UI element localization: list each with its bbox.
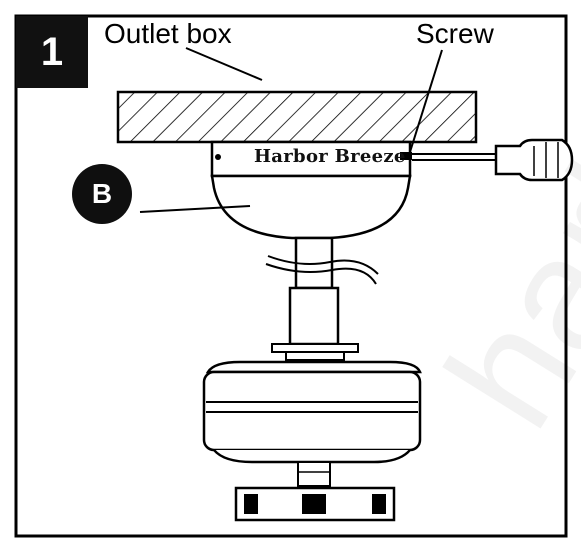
outlet-box-leader bbox=[185, 47, 263, 81]
step-number: 1 bbox=[40, 29, 64, 74]
badge-leader bbox=[139, 205, 251, 213]
coupler bbox=[271, 343, 359, 353]
coupler-lower bbox=[285, 351, 345, 361]
screwdriver bbox=[412, 138, 574, 182]
outlet-box bbox=[116, 90, 478, 144]
motor-bottom bbox=[213, 449, 411, 464]
motor-top bbox=[205, 360, 422, 374]
downrod-lower bbox=[288, 286, 340, 346]
collar-screw-head bbox=[400, 152, 412, 160]
screw-label: Screw bbox=[416, 18, 494, 49]
mount-slot-left bbox=[244, 494, 258, 514]
step-number-badge: 1 bbox=[16, 16, 88, 88]
diagram-frame bbox=[14, 14, 568, 538]
mount-slot-center bbox=[302, 494, 326, 514]
mount-slot-right bbox=[372, 494, 386, 514]
screw-leader bbox=[409, 49, 443, 153]
brand-logo-text: Harbor Breeze bbox=[254, 146, 406, 167]
part-badge-b: B bbox=[72, 164, 132, 224]
outlet-box-label: Outlet box bbox=[104, 18, 232, 49]
part-badge-letter: B bbox=[91, 178, 113, 209]
collar-screw-hole bbox=[215, 154, 221, 160]
wires bbox=[265, 255, 379, 285]
spindle bbox=[297, 461, 331, 487]
